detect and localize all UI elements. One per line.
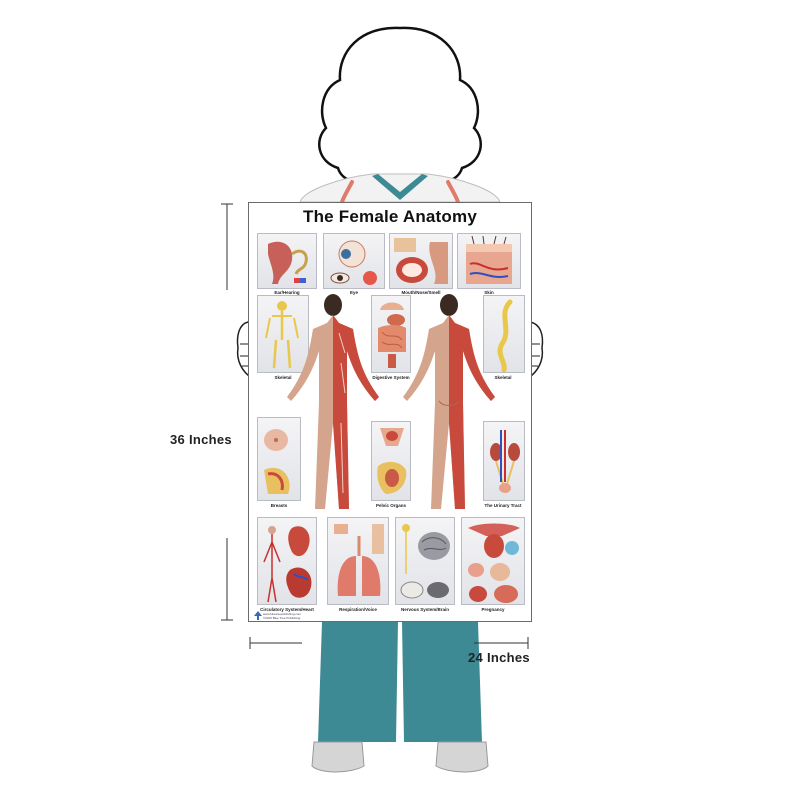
brain-illustration bbox=[400, 524, 450, 599]
footer-copyright: ©2015 Blue Tree Publishing bbox=[263, 616, 301, 620]
caption-eye: Eye bbox=[349, 290, 358, 295]
panel-pelvic bbox=[371, 421, 411, 501]
lungs-illustration bbox=[334, 524, 384, 596]
panel-breasts bbox=[257, 417, 301, 501]
spine-illustration bbox=[497, 299, 513, 372]
pelvic-illustration bbox=[377, 428, 407, 494]
anatomy-poster: The Female Anatomy Ear/Hearing Eye bbox=[248, 202, 532, 622]
stethoscope bbox=[340, 180, 460, 204]
scrub-neckline bbox=[372, 174, 428, 200]
caption-pregnancy: Pregnancy bbox=[481, 607, 505, 612]
circulatory-illustration bbox=[263, 526, 312, 603]
digestive-illustration bbox=[378, 302, 406, 368]
ear-illustration bbox=[268, 241, 308, 284]
panel-respiration bbox=[327, 517, 389, 605]
publisher-logo-icon bbox=[254, 611, 262, 620]
caption-respiration: Respiration/Voice bbox=[339, 607, 377, 612]
right-shoe bbox=[435, 741, 489, 773]
mouth-illustration bbox=[394, 238, 448, 284]
panel-skeletal-left bbox=[257, 295, 309, 373]
eye-illustration bbox=[330, 240, 377, 285]
panel-circulatory bbox=[257, 517, 317, 605]
panel-urinary bbox=[483, 421, 525, 501]
skin-illustration bbox=[466, 235, 512, 284]
hair-outline bbox=[318, 26, 482, 192]
pregnancy-illustration bbox=[468, 523, 520, 603]
back-figure bbox=[403, 294, 495, 509]
caption-circulatory: Circulatory System/Heart bbox=[260, 607, 314, 612]
panel-digestive bbox=[371, 295, 411, 373]
width-dimension-line bbox=[249, 637, 529, 649]
skeleton-left-illustration bbox=[265, 301, 299, 369]
front-figure bbox=[287, 294, 379, 509]
panel-pregnancy bbox=[461, 517, 525, 605]
caption-skin: Skin bbox=[484, 290, 494, 295]
caption-nervous: Nervous System/Brain bbox=[400, 607, 450, 612]
caption-digestive: Digestive System bbox=[372, 375, 410, 380]
panel-skin bbox=[457, 233, 521, 289]
breast-illustration bbox=[264, 429, 290, 494]
poster-title: The Female Anatomy bbox=[303, 207, 477, 226]
caption-skeletal-left: Skeletal bbox=[274, 375, 292, 380]
caption-urinary: The Urinary Tract bbox=[484, 503, 522, 508]
caption-skeletal-right: Skeletal bbox=[494, 375, 512, 380]
left-shoe bbox=[311, 741, 365, 773]
caption-breasts: Breasts bbox=[270, 503, 288, 508]
lab-coat bbox=[299, 173, 501, 203]
footer-url: www.bluetreepublishing.com bbox=[263, 612, 302, 616]
height-dimension-line bbox=[221, 203, 233, 621]
panel-mouth bbox=[389, 233, 453, 289]
scrub-pants bbox=[318, 622, 398, 742]
height-label: 36 Inches bbox=[170, 432, 232, 447]
caption-ear: Ear/Hearing bbox=[274, 290, 300, 295]
panel-nervous bbox=[395, 517, 455, 605]
urinary-illustration bbox=[490, 430, 520, 493]
panel-skeletal-right bbox=[483, 295, 525, 373]
caption-mouth: Mouth/Nose/Smell bbox=[401, 290, 441, 295]
female-figures bbox=[287, 294, 495, 509]
panel-eye bbox=[323, 233, 385, 289]
width-label: 24 Inches bbox=[468, 650, 530, 665]
panel-ear bbox=[257, 233, 317, 289]
caption-pelvic: Pelvic Organs bbox=[375, 503, 406, 508]
